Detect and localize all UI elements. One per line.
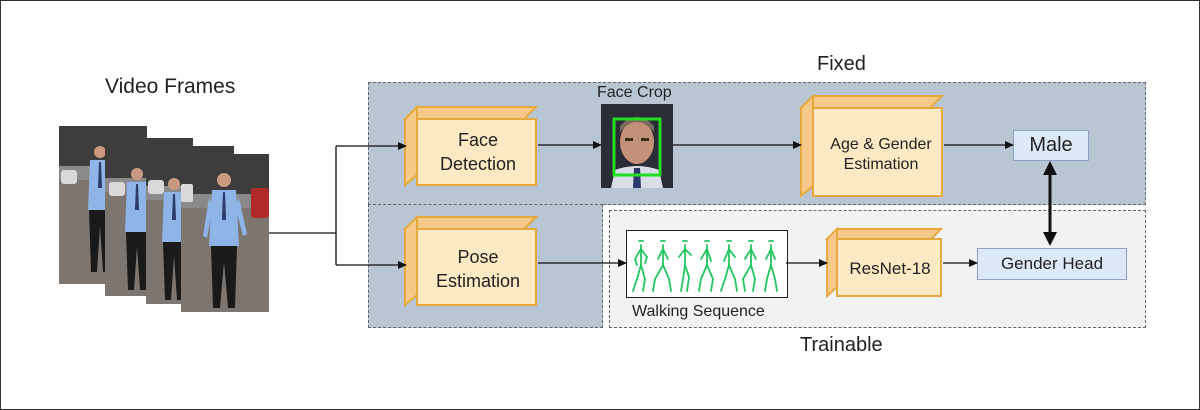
bidirectional-arrow bbox=[1043, 161, 1057, 246]
resnet-block bbox=[825, 227, 943, 298]
face-detection-label: Face Detection bbox=[439, 130, 517, 174]
walking-sequence-box bbox=[626, 230, 788, 298]
face-detection-block bbox=[403, 105, 538, 187]
face-crop-label: Face Crop bbox=[597, 84, 672, 101]
walking-sequence-label: Walking Sequence bbox=[632, 303, 765, 320]
age-gender-label: Age & Gender Estimation bbox=[830, 136, 932, 173]
pose-estimation-block bbox=[403, 215, 538, 307]
walking-skeletons bbox=[632, 240, 778, 292]
trainable-title: Trainable bbox=[800, 334, 883, 356]
fixed-title: Fixed bbox=[817, 53, 866, 75]
male-output-box: Male bbox=[1013, 130, 1089, 161]
video-frame-4 bbox=[181, 154, 269, 312]
pose-estimation-label: Pose Estimation bbox=[435, 247, 521, 291]
video-frames-title: Video Frames bbox=[105, 75, 236, 98]
gender-head-box: Gender Head bbox=[977, 248, 1127, 280]
resnet-label: ResNet-18 bbox=[849, 258, 931, 278]
age-gender-block bbox=[799, 94, 944, 198]
face-crop-image bbox=[601, 104, 673, 188]
